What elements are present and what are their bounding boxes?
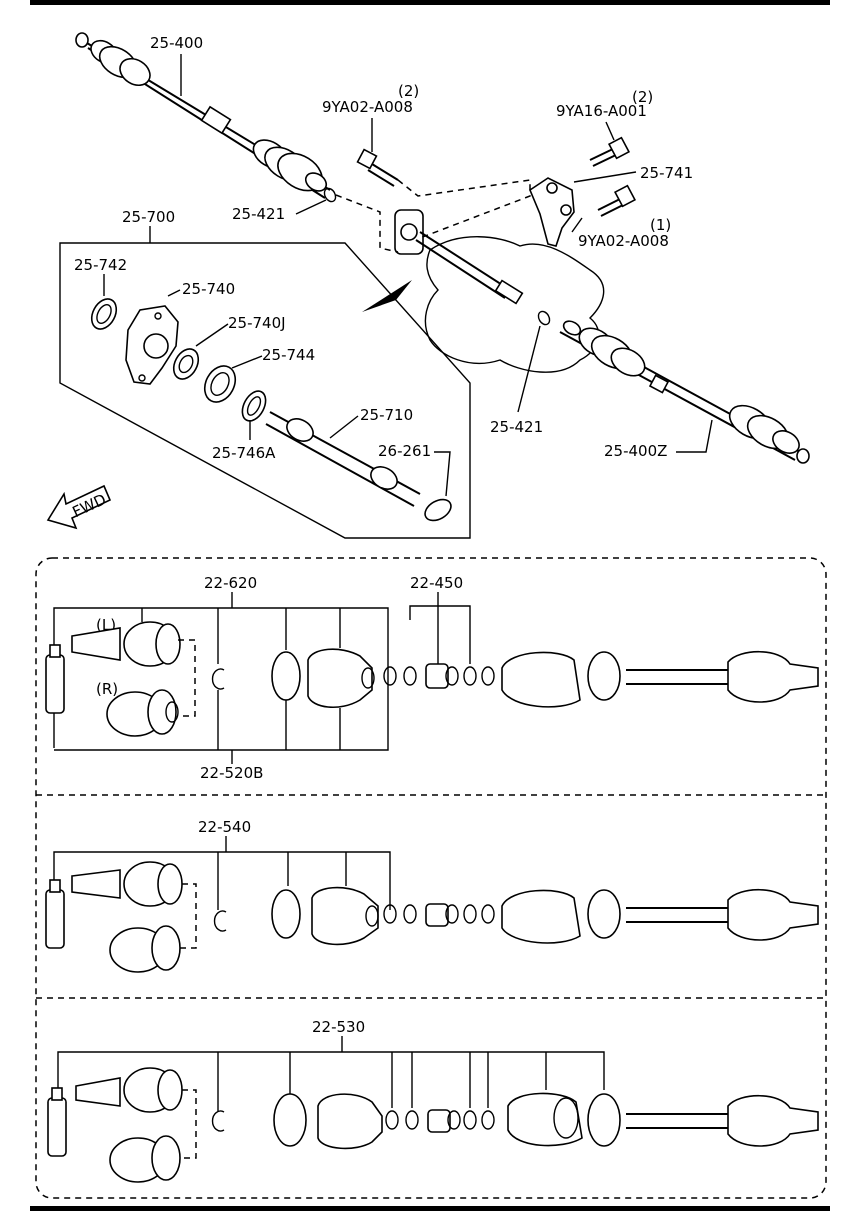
kit-row-22-620: 22-620 22-520B 22-450 (L) (R)	[45, 574, 819, 782]
clamp-3c[interactable]	[447, 1110, 461, 1130]
snap-ring-25-421-upper[interactable]	[322, 186, 338, 203]
label-right: (R)	[96, 680, 118, 698]
snap-ring-25-421-lower[interactable]	[536, 309, 552, 326]
label-25-700: 25-700	[122, 208, 175, 226]
bottom-border	[30, 1206, 830, 1211]
clamp-2d[interactable]	[463, 904, 477, 924]
boot-band-3b[interactable]	[587, 1093, 621, 1147]
clamp-1a[interactable]	[383, 666, 397, 686]
seal-26-261[interactable]	[421, 495, 454, 525]
cv-joint-right-3[interactable]	[109, 1135, 181, 1183]
label-25-744: 25-744	[262, 346, 315, 364]
boot-2b[interactable]	[501, 889, 581, 944]
bearing-25-744[interactable]	[199, 361, 242, 408]
grease-tube-3[interactable]	[47, 1097, 67, 1157]
ring-25-746a[interactable]	[238, 387, 271, 425]
label-25-710: 25-710	[360, 406, 413, 424]
clamp-3b[interactable]	[405, 1110, 419, 1130]
seal-25-742[interactable]	[87, 295, 121, 334]
damper-1[interactable]	[425, 663, 449, 689]
clamp-2b[interactable]	[403, 904, 417, 924]
axle-stub-1[interactable]	[626, 651, 819, 703]
pointer-arrow	[362, 280, 412, 312]
damper-2[interactable]	[425, 903, 449, 927]
label-25-400z: 25-400Z	[604, 442, 667, 460]
bracket-25-741[interactable]	[529, 177, 575, 247]
label-fwd: FWD	[70, 490, 109, 521]
boot-1[interactable]	[307, 648, 375, 709]
clamp-2e[interactable]	[481, 904, 495, 924]
ring-25-740j[interactable]	[169, 345, 203, 384]
top-border	[30, 0, 830, 5]
cv-joint-left-1[interactable]	[71, 621, 181, 667]
label-9ya02-a008-top: 9YA02-A008	[322, 98, 413, 116]
drive-shaft-25-400z[interactable]	[559, 318, 810, 464]
label-25-400: 25-400	[150, 34, 203, 52]
boot-band-1b[interactable]	[587, 651, 621, 701]
grease-tube-2[interactable]	[45, 889, 65, 949]
boot-3[interactable]	[317, 1093, 383, 1150]
clamp-1b[interactable]	[403, 666, 417, 686]
clamp-2a[interactable]	[383, 904, 397, 924]
clamp-1d[interactable]	[463, 666, 477, 686]
label-25-740j: 25-740J	[228, 314, 286, 332]
label-25-740: 25-740	[182, 280, 235, 298]
boot-1b[interactable]	[501, 651, 581, 708]
fwd-arrow: FWD	[46, 484, 112, 530]
bolt-9ya16-a001[interactable]	[589, 136, 631, 167]
cv-joint-right-1[interactable]	[106, 689, 179, 737]
circlip-1[interactable]	[211, 668, 225, 690]
label-25-742: 25-742	[74, 256, 127, 274]
label-22-540: 22-540	[198, 818, 251, 836]
label-26-261: 26-261	[378, 442, 431, 460]
boot-band-2a[interactable]	[271, 889, 301, 939]
label-9ya16-qty: (2)	[632, 88, 653, 106]
upper-assembly: 25-400 25-421 (2) 9YA02-A008	[46, 32, 810, 539]
cv-joint-right-2[interactable]	[109, 925, 181, 973]
label-22-450: 22-450	[410, 574, 463, 592]
label-9ya02-a008-side: 9YA02-A008	[578, 232, 669, 250]
transmission-outline	[424, 236, 605, 373]
axle-stub-2[interactable]	[626, 889, 819, 941]
label-25-421-lower: 25-421	[490, 418, 543, 436]
cv-joint-left-2[interactable]	[71, 861, 183, 907]
clamp-3d[interactable]	[463, 1110, 477, 1130]
boot-3b[interactable]	[507, 1092, 583, 1147]
circlip-3[interactable]	[211, 1110, 225, 1132]
axle-stub-3[interactable]	[626, 1095, 819, 1147]
kit-row-22-530: 22-530	[47, 1018, 819, 1183]
bolt-9ya02-a008-side[interactable]	[597, 184, 637, 217]
cv-joint-left-3[interactable]	[75, 1067, 183, 1113]
label-9ya02-a008-side-qty: (1)	[650, 216, 671, 234]
shaft-25-710[interactable]	[265, 411, 421, 507]
label-9ya16: 9YA16-A001	[556, 102, 647, 120]
boot-band-1a[interactable]	[271, 651, 301, 701]
label-25-421-upper: 25-421	[232, 205, 285, 223]
boot-band-3a[interactable]	[273, 1093, 307, 1147]
clamp-2c[interactable]	[445, 904, 459, 924]
kit-row-22-540: 22-540	[45, 818, 819, 973]
label-22-520b: 22-520B	[200, 764, 263, 782]
boot-2[interactable]	[311, 886, 379, 946]
bearing-kit-box-25-700: 25-700	[59, 208, 471, 539]
clamp-1c[interactable]	[445, 666, 459, 686]
bracket-25-740[interactable]	[125, 305, 179, 385]
label-22-530: 22-530	[312, 1018, 365, 1036]
clamp-3e[interactable]	[481, 1110, 495, 1130]
bolt-9ya02-a008-top[interactable]	[356, 148, 399, 187]
label-25-741: 25-741	[640, 164, 693, 182]
label-22-620: 22-620	[204, 574, 257, 592]
damper-3[interactable]	[427, 1109, 451, 1133]
boot-kits-container	[35, 557, 827, 1199]
clamp-3a[interactable]	[385, 1110, 399, 1130]
boot-band-2b[interactable]	[587, 889, 621, 939]
grease-tube-1[interactable]	[45, 654, 65, 714]
circlip-2[interactable]	[213, 910, 227, 932]
label-9ya02-a008-top-qty: (2)	[398, 82, 419, 100]
clamp-1e[interactable]	[481, 666, 495, 686]
intermediate-shaft[interactable]	[415, 231, 524, 305]
label-25-746a: 25-746A	[212, 444, 276, 462]
drive-shaft-25-400[interactable]	[75, 32, 331, 199]
